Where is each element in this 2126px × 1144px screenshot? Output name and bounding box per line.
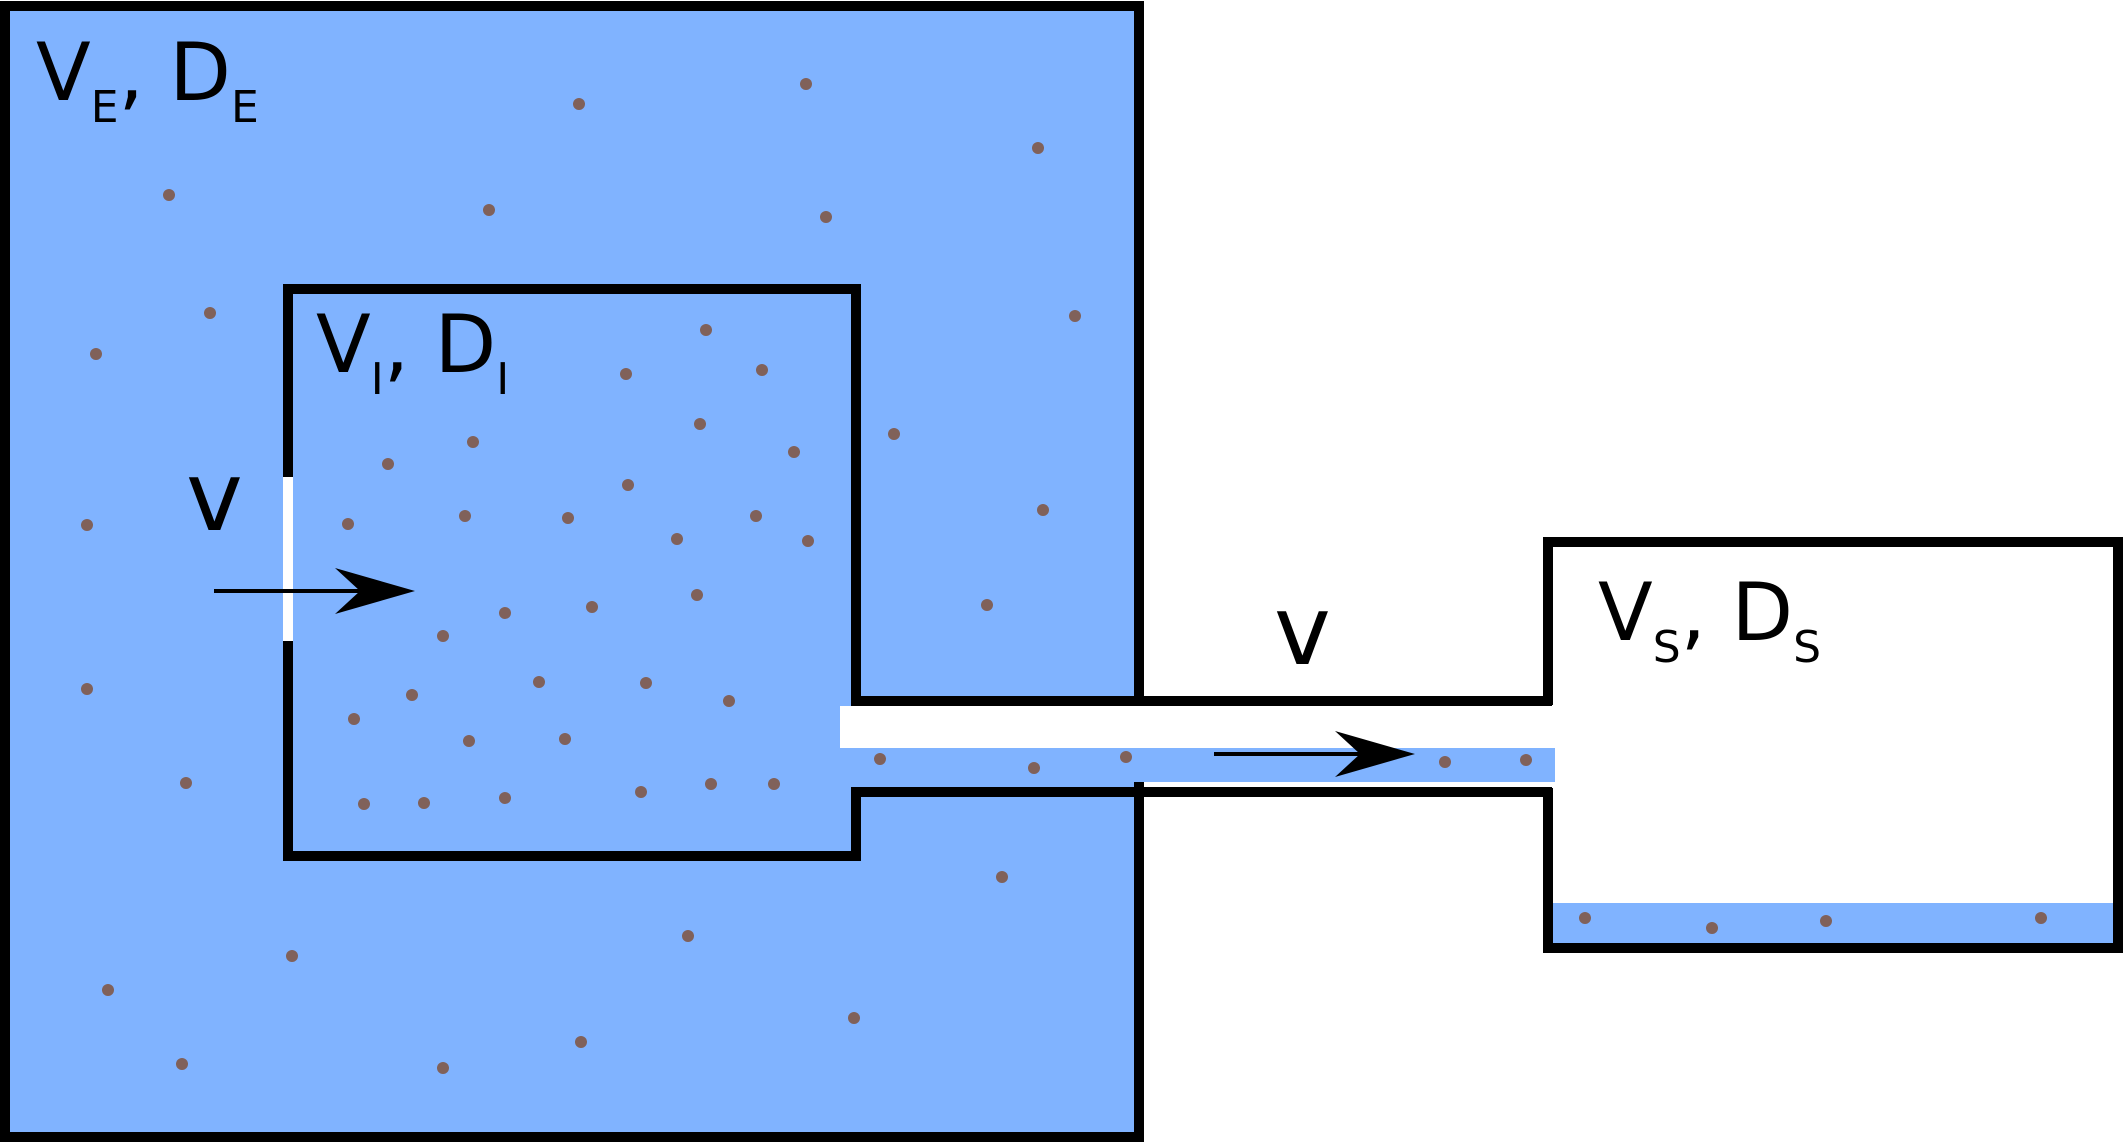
particle-dot-icon (1439, 756, 1451, 768)
tube-empty-region (840, 706, 1555, 748)
particle-dot-icon (163, 189, 175, 201)
particle-dot-icon (467, 436, 479, 448)
particle-dot-icon (437, 1062, 449, 1074)
particle-dot-icon (499, 792, 511, 804)
particle-dot-icon (750, 510, 762, 522)
sink-label-separator: , (1681, 566, 1732, 659)
arrow-right-icon (1214, 731, 1415, 777)
particle-dot-icon (348, 713, 360, 725)
particle-dot-icon (176, 1058, 188, 1070)
particle-dot-icon (286, 950, 298, 962)
inlet-flow-label: v (186, 441, 243, 553)
particle-dot-icon (888, 428, 900, 440)
sink-diffusion-symbol: D (1732, 566, 1794, 659)
particle-dot-icon (483, 204, 495, 216)
inner-diffusion-subscript: I (496, 354, 509, 405)
particle-dot-icon (1069, 310, 1081, 322)
particle-dot-icon (671, 533, 683, 545)
outer-diffusion-symbol: D (169, 26, 231, 119)
particle-dot-icon (102, 984, 114, 996)
sink-diffusion-subscript: S (1793, 622, 1821, 673)
particle-dot-icon (573, 98, 585, 110)
arrow-right-icon (214, 568, 415, 614)
particle-dot-icon (562, 512, 574, 524)
inner-compartment-label: VI, DI (316, 298, 509, 405)
inner-volume-symbol: V (316, 298, 371, 391)
particle-dot-icon (820, 211, 832, 223)
particle-dot-icon (1579, 912, 1591, 924)
particle-dot-icon (691, 589, 703, 601)
particle-dot-icon (180, 777, 192, 789)
particle-dot-icon (981, 599, 993, 611)
particle-dot-icon (1820, 915, 1832, 927)
tube-fluid-region (840, 748, 1555, 782)
particle-dot-icon (586, 601, 598, 613)
particle-dot-icon (640, 677, 652, 689)
particle-dot-icon (358, 798, 370, 810)
particle-dot-icon (81, 683, 93, 695)
particle-dot-icon (622, 479, 634, 491)
particle-dot-icon (418, 797, 430, 809)
particle-dot-icon (635, 786, 647, 798)
particle-dot-icon (1037, 504, 1049, 516)
particle-dot-icon (90, 348, 102, 360)
sink-compartment (1543, 537, 2123, 953)
sink-volume-symbol: V (1598, 566, 1653, 659)
particle-dot-icon (1028, 762, 1040, 774)
particle-dot-icon (1120, 751, 1132, 763)
outer-diffusion-subscript: E (231, 82, 259, 133)
particle-dot-icon (2035, 912, 2047, 924)
particle-dot-icon (756, 364, 768, 376)
particle-dot-icon (81, 519, 93, 531)
outer-volume-subscript: E (91, 82, 119, 133)
outer-label-separator: , (119, 26, 170, 119)
particle-dot-icon (1520, 754, 1532, 766)
tube-flow-label: v (1274, 575, 1331, 687)
particle-dot-icon (204, 307, 216, 319)
inner-volume-subscript: I (371, 354, 384, 405)
particle-dot-icon (700, 324, 712, 336)
inlet-opening (283, 477, 293, 641)
particle-dot-icon (1706, 922, 1718, 934)
outer-compartment-label: VE, DE (36, 26, 259, 133)
outer-volume-symbol: V (36, 26, 91, 119)
particle-dot-icon (406, 689, 418, 701)
particle-dot-icon (874, 753, 886, 765)
particle-dot-icon (802, 535, 814, 547)
particle-dot-icon (996, 871, 1008, 883)
particle-dot-icon (788, 446, 800, 458)
particle-dot-icon (382, 458, 394, 470)
outer-compartment (0, 1, 1144, 1142)
particle-dot-icon (620, 368, 632, 380)
particle-dot-icon (459, 510, 471, 522)
particle-dot-icon (533, 676, 545, 688)
particle-dot-icon (723, 695, 735, 707)
particle-dot-icon (848, 1012, 860, 1024)
particle-dot-icon (705, 778, 717, 790)
particle-dot-icon (800, 78, 812, 90)
sink-fluid (1551, 903, 2115, 945)
particle-dot-icon (499, 607, 511, 619)
particle-dot-icon (437, 630, 449, 642)
particle-dot-icon (768, 778, 780, 790)
sink-volume-subscript: S (1653, 622, 1681, 673)
particle-dot-icon (694, 418, 706, 430)
particle-dot-icon (575, 1036, 587, 1048)
particles (81, 78, 2047, 1074)
inner-label-separator: , (384, 298, 435, 391)
particle-dot-icon (463, 735, 475, 747)
particle-dot-icon (682, 930, 694, 942)
particle-dot-icon (342, 518, 354, 530)
sink-compartment-label: VS, DS (1598, 566, 1821, 673)
inner-diffusion-symbol: D (435, 298, 497, 391)
particle-dot-icon (1032, 142, 1044, 154)
particle-dot-icon (559, 733, 571, 745)
